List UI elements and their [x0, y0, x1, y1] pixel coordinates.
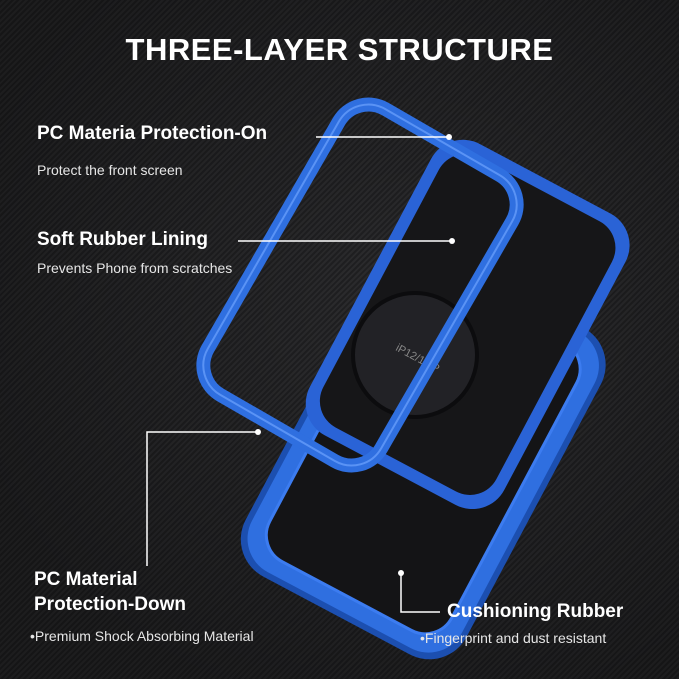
callout-front-sub: Protect the front screen	[37, 162, 183, 178]
callout-lines	[146, 136, 451, 613]
callout-front-heading: PC Materia Protection-On	[37, 123, 268, 144]
callout-lining-heading: Soft Rubber Lining	[37, 229, 208, 250]
callout-dots	[255, 134, 455, 576]
callout-cushion-heading: Cushioning Rubber	[447, 601, 624, 622]
callout-back-sub: •Premium Shock Absorbing Material	[30, 628, 254, 644]
callout-back-heading-2: Protection-Down	[34, 594, 186, 615]
page-title: THREE-LAYER STRUCTURE	[125, 32, 554, 67]
callout-back-heading-1: PC Material	[34, 569, 138, 590]
callout-cushion-sub: •Fingerprint and dust resistant	[420, 630, 607, 646]
callout-lining-sub: Prevents Phone from scratches	[37, 260, 233, 276]
front-frame	[196, 97, 524, 473]
